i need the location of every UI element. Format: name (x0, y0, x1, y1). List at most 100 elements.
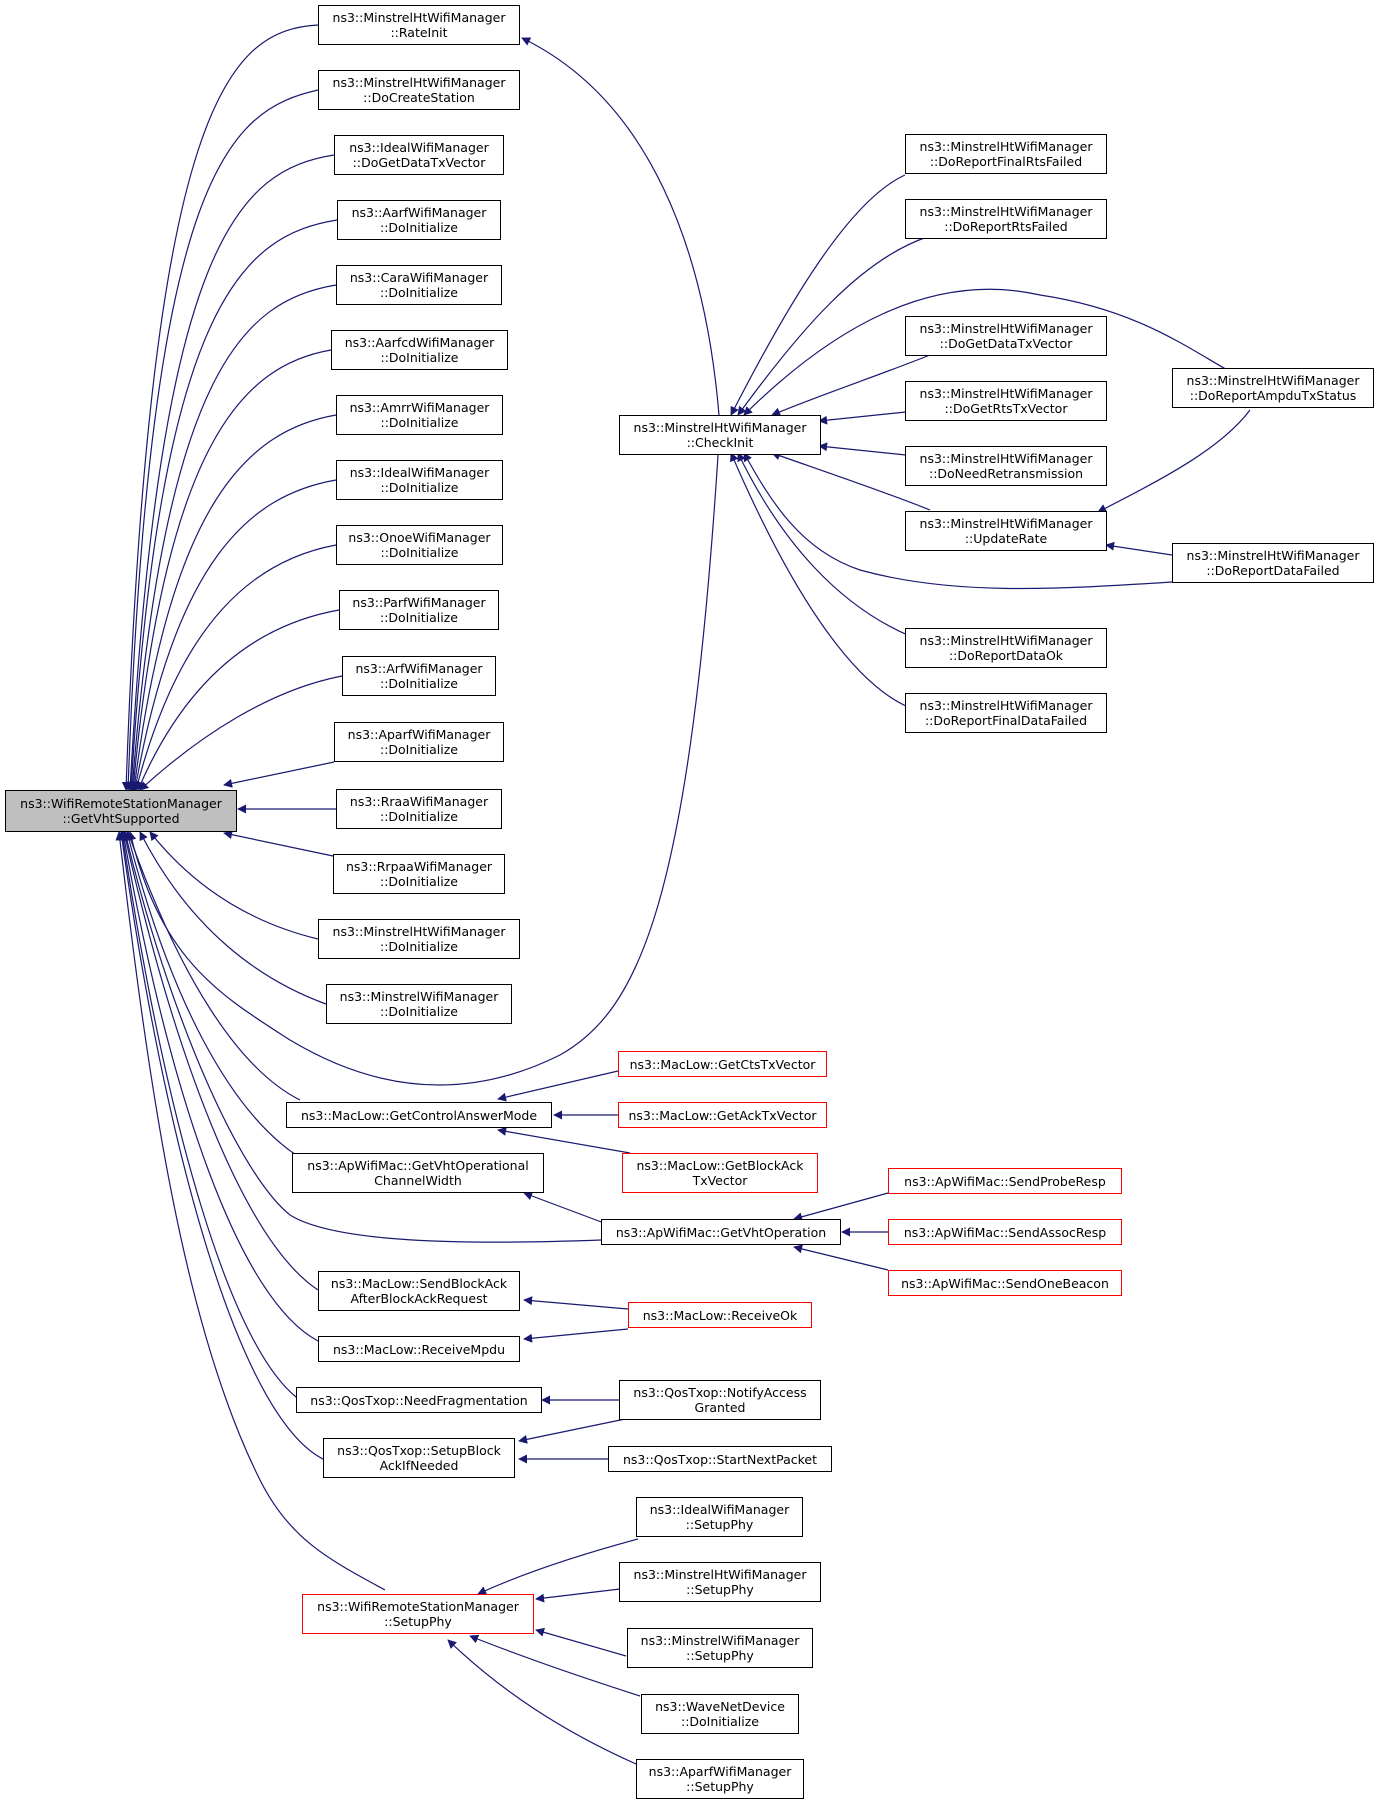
edge-sp-aparf (447, 1639, 637, 1765)
edge-ideal-data-tx-vector (125, 154, 335, 791)
node-notify-access-granted[interactable]: ns3::QosTxop::NotifyAccess Granted (619, 1380, 821, 1420)
node-need-retransmission[interactable]: ns3::MinstrelHtWifiManager ::DoNeedRetra… (905, 446, 1107, 486)
edge-parf-init (137, 609, 340, 791)
node-get-block-ack-tx-vector[interactable]: ns3::MacLow::GetBlockAck TxVector (622, 1153, 818, 1193)
node-ideal-do-get-data-tx-vector[interactable]: ns3::IdealWifiManager ::DoGetDataTxVecto… (334, 135, 504, 175)
node-amrr-do-initialize[interactable]: ns3::AmrrWifiManager ::DoInitialize (336, 395, 503, 435)
node-wrsm-setup-phy[interactable]: ns3::WifiRemoteStationManager ::SetupPhy (302, 1594, 534, 1634)
edge-aparf-init (223, 761, 335, 788)
node-setup-block-ack-if-needed[interactable]: ns3::QosTxop::SetupBlock AckIfNeeded (323, 1438, 515, 1478)
edge-cara-init (128, 284, 337, 791)
node-minstrel-ht-setup-phy[interactable]: ns3::MinstrelHtWifiManager ::SetupPhy (619, 1562, 821, 1602)
node-report-ampdu-tx-status[interactable]: ns3::MinstrelHtWifiManager ::DoReportAmp… (1172, 368, 1374, 408)
edge-aarfcd-init (129, 349, 332, 791)
node-send-assoc-resp[interactable]: ns3::ApWifiMac::SendAssocResp (888, 1219, 1122, 1245)
edge-sp-ideal (477, 1538, 639, 1595)
edge-nag-setup-block (518, 1417, 631, 1444)
edge-ci-data-ok (737, 452, 921, 641)
edge-ur-data-failed (1105, 541, 1173, 556)
node-rrpaa-do-initialize[interactable]: ns3::RrpaaWifiManager ::DoInitialize (333, 854, 505, 894)
edge-amrr-init (130, 414, 337, 791)
node-aparf-setup-phy[interactable]: ns3::AparfWifiManager ::SetupPhy (636, 1759, 804, 1799)
node-get-rts-tx-vector[interactable]: ns3::MinstrelHtWifiManager ::DoGetRtsTxV… (905, 381, 1107, 421)
edge-receive-mpdu (119, 831, 319, 1342)
edge-send-block-ack (121, 831, 319, 1291)
node-start-next-packet[interactable]: ns3::QosTxop::StartNextPacket (608, 1446, 832, 1472)
node-aarf-do-initialize[interactable]: ns3::AarfWifiManager ::DoInitialize (337, 200, 501, 240)
edge-aarf-init (126, 219, 338, 791)
edge-sp-minstrel (535, 1627, 627, 1657)
node-send-probe-resp[interactable]: ns3::ApWifiMac::SendProbeResp (888, 1168, 1122, 1194)
node-report-rts-failed[interactable]: ns3::MinstrelHtWifiManager ::DoReportRts… (905, 199, 1107, 239)
edge-ci-rate-init (521, 37, 720, 416)
edge-check-init (127, 439, 720, 1086)
node-update-rate[interactable]: ns3::MinstrelHtWifiManager ::UpdateRate (905, 511, 1107, 551)
node-arf-do-initialize[interactable]: ns3::ArfWifiManager ::DoInitialize (342, 656, 496, 696)
node-get-data-tx-vector[interactable]: ns3::MinstrelHtWifiManager ::DoGetDataTx… (905, 316, 1107, 356)
node-get-control-answer-mode[interactable]: ns3::MacLow::GetControlAnswerMode (286, 1102, 552, 1128)
edge-ci-rts-failed (737, 236, 928, 416)
node-get-ack-tx-vector[interactable]: ns3::MacLow::GetAckTxVector (618, 1102, 827, 1128)
node-parf-do-initialize[interactable]: ns3::ParfWifiManager ::DoInitialize (339, 590, 499, 630)
edge-rrpaa-init (223, 830, 334, 857)
edge-ro-send-block-ack (523, 1296, 629, 1310)
edge-sp-wave (469, 1634, 641, 1697)
node-minstrel-ht-rate-init[interactable]: ns3::MinstrelHtWifiManager ::RateInit (318, 5, 520, 45)
edge-vht-operation (122, 831, 602, 1243)
node-minstrel-do-initialize[interactable]: ns3::MinstrelWifiManager ::DoInitialize (326, 984, 512, 1024)
node-receive-ok[interactable]: ns3::MacLow::ReceiveOk (628, 1302, 812, 1328)
edge-rate-init (121, 24, 319, 791)
edge-need-fragmentation (118, 831, 301, 1401)
node-receive-mpdu[interactable]: ns3::MacLow::ReceiveMpdu (318, 1336, 520, 1362)
node-wave-net-device-do-initialize[interactable]: ns3::WaveNetDevice ::DoInitialize (641, 1694, 799, 1734)
node-report-data-ok[interactable]: ns3::MinstrelHtWifiManager ::DoReportDat… (905, 628, 1107, 668)
node-get-vht-supported[interactable]: ns3::WifiRemoteStationManager ::GetVhtSu… (5, 790, 237, 832)
node-onoe-do-initialize[interactable]: ns3::OnoeWifiManager ::DoInitialize (336, 525, 503, 565)
node-get-vht-operational-channel-width[interactable]: ns3::ApWifiMac::GetVhtOperational Channe… (292, 1153, 544, 1193)
node-report-final-data-failed[interactable]: ns3::MinstrelHtWifiManager ::DoReportFin… (905, 693, 1107, 733)
node-aparf-do-initialize[interactable]: ns3::AparfWifiManager ::DoInitialize (334, 722, 504, 762)
edge-sp-minstrel-ht (535, 1588, 621, 1603)
edge-op-one-beacon (793, 1244, 889, 1271)
node-ideal-setup-phy[interactable]: ns3::IdealWifiManager ::SetupPhy (636, 1497, 803, 1537)
edge-wrsm-setup-phy (115, 831, 386, 1591)
edge-ci-data-failed (743, 452, 1173, 590)
node-need-fragmentation[interactable]: ns3::QosTxop::NeedFragmentation (296, 1387, 542, 1413)
edge-ur-ampdu (1097, 409, 1251, 513)
edge-ci-final-rts (730, 174, 906, 416)
edge-ro-receive-mpdu (523, 1328, 629, 1343)
node-send-block-ack-after-request[interactable]: ns3::MacLow::SendBlockAck AfterBlockAckR… (318, 1271, 520, 1311)
edge-setup-block-ack (117, 831, 326, 1461)
node-get-cts-tx-vector[interactable]: ns3::MacLow::GetCtsTxVector (618, 1051, 827, 1077)
edge-minstrel-init (139, 831, 327, 1005)
node-minstrel-setup-phy[interactable]: ns3::MinstrelWifiManager ::SetupPhy (627, 1628, 813, 1668)
edge-op-probe-resp (793, 1192, 889, 1222)
edge-ci-need-retrans (818, 442, 907, 456)
node-send-one-beacon[interactable]: ns3::ApWifiMac::SendOneBeacon (888, 1270, 1122, 1296)
node-report-final-rts-failed[interactable]: ns3::MinstrelHtWifiManager ::DoReportFin… (905, 134, 1107, 174)
edge-ci-final-data (730, 452, 907, 707)
edge-arf-init (139, 675, 343, 791)
node-cara-do-initialize[interactable]: ns3::CaraWifiManager ::DoInitialize (336, 265, 502, 305)
edge-ideal-init (131, 479, 337, 791)
node-minstrel-ht-do-create-station[interactable]: ns3::MinstrelHtWifiManager ::DoCreateSta… (318, 70, 520, 110)
edge-ci-rts-tx-vector (818, 411, 907, 425)
edge-onoe-init (133, 544, 337, 791)
edge-cam-block-ack (497, 1126, 631, 1154)
node-rraa-do-initialize[interactable]: ns3::RraaWifiManager ::DoInitialize (336, 789, 502, 829)
node-minstrel-ht-do-initialize[interactable]: ns3::MinstrelHtWifiManager ::DoInitializ… (318, 919, 520, 959)
edge-vht-op-channel-width (124, 831, 297, 1156)
node-aarfcd-do-initialize[interactable]: ns3::AarfcdWifiManager ::DoInitialize (331, 330, 508, 370)
edge-cam-cts (497, 1070, 619, 1102)
node-get-vht-operation[interactable]: ns3::ApWifiMac::GetVhtOperation (601, 1219, 841, 1245)
edge-ci-data-tx-vector (771, 354, 931, 417)
edge-minstrel-ht-init (149, 831, 319, 940)
edge-do-create-station (123, 89, 319, 791)
edge-ci-ampdu (743, 288, 1239, 416)
edge-ci-update-rate (771, 451, 931, 511)
node-minstrel-ht-check-init[interactable]: ns3::MinstrelHtWifiManager ::CheckInit (619, 415, 821, 455)
node-ideal-do-initialize[interactable]: ns3::IdealWifiManager ::DoInitialize (336, 460, 503, 500)
node-report-data-failed[interactable]: ns3::MinstrelHtWifiManager ::DoReportDat… (1172, 543, 1374, 583)
